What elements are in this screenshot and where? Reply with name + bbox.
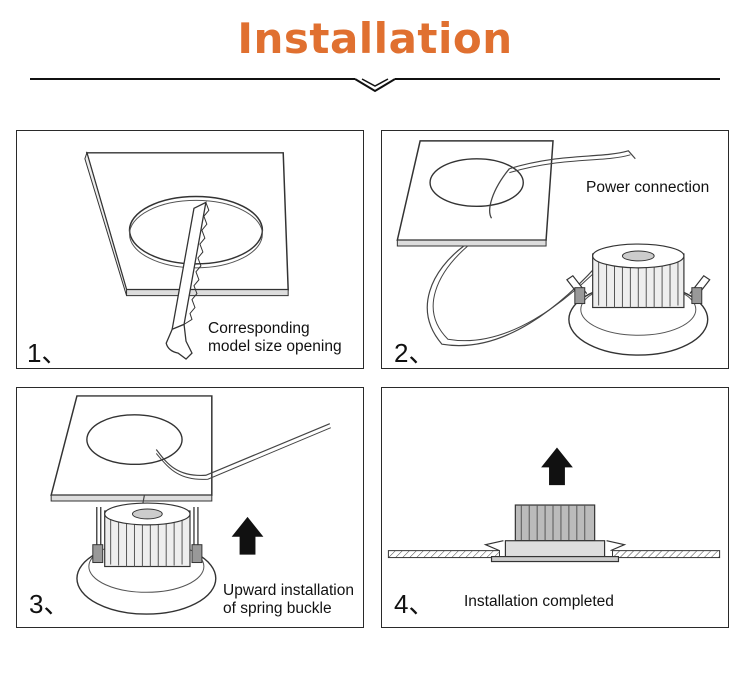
- up-arrow-icon: [541, 447, 573, 486]
- step-4-panel: 4、 Installation completed: [381, 387, 729, 628]
- ceiling-panel-icon: [387, 550, 721, 559]
- spring-buckle-illustration: [50, 395, 332, 615]
- downlight-icon: [483, 504, 627, 563]
- up-arrow-icon: [231, 516, 264, 555]
- step-3-panel: 3、 Upward installation of spring buckle: [16, 387, 364, 628]
- installed-downlight-illustration: [387, 447, 721, 563]
- step-caption: Corresponding model size opening: [208, 320, 342, 356]
- step-number: 1、: [27, 338, 68, 368]
- caption-line: model size opening: [208, 338, 342, 355]
- downlight-icon: [76, 502, 217, 615]
- caption-line: Upward installation: [223, 582, 354, 599]
- step-number: 2、: [394, 338, 435, 368]
- divider-chevron: [30, 78, 720, 93]
- ceiling-cutout-illustration: [84, 151, 289, 360]
- page-title: Installation: [237, 14, 513, 63]
- caption-line: Corresponding: [208, 320, 310, 337]
- caption-line: of spring buckle: [223, 600, 332, 617]
- step-number: 3、: [29, 589, 70, 619]
- caption-line: Installation completed: [464, 593, 614, 610]
- saw-icon: [165, 201, 210, 360]
- caption-line: Power connection: [586, 179, 710, 196]
- downlight-icon: [566, 243, 711, 356]
- step-2-panel: 2、 Power connection: [381, 130, 729, 369]
- power-connection-illustration: [396, 140, 711, 356]
- step-caption: Power connection: [586, 179, 709, 197]
- step-caption: Installation completed: [464, 593, 614, 611]
- step-caption: Upward installation of spring buckle: [223, 582, 354, 618]
- step-number: 4、: [394, 589, 435, 619]
- step-1-panel: 1、 Corresponding model size opening: [16, 130, 364, 369]
